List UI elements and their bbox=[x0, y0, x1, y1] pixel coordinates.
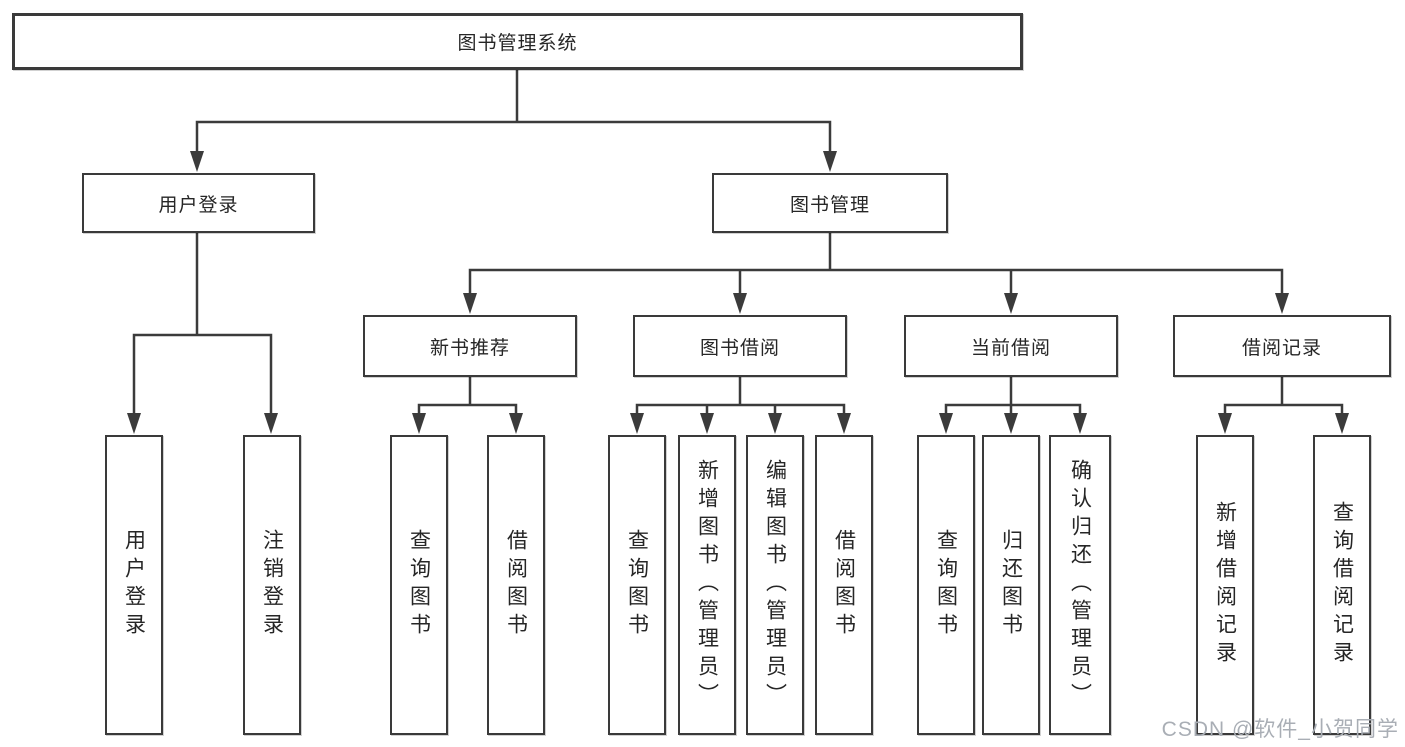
node-label: 新书推荐 bbox=[429, 337, 510, 359]
leaf-add-borrow-record: 新增借阅记录 bbox=[1196, 435, 1254, 735]
node-current-borrowing: 当前借阅 bbox=[904, 315, 1118, 377]
connector-bookmgmt-to-level3 bbox=[468, 231, 1284, 296]
connector-record-to-leaves bbox=[1223, 375, 1344, 417]
node-label: 新增图书（管理员） bbox=[695, 459, 719, 711]
connector-borrow-to-leaves bbox=[635, 375, 846, 417]
leaf-edit-books-admin: 编辑图书（管理员） bbox=[746, 435, 804, 735]
node-label: 新增借阅记录 bbox=[1213, 501, 1237, 669]
leaf-query-books-3: 查询图书 bbox=[917, 435, 975, 735]
leaf-borrow-books-1: 借阅图书 bbox=[487, 435, 545, 735]
arrowhead bbox=[1073, 413, 1087, 434]
arrowhead bbox=[768, 413, 782, 434]
connector-current-to-leaves bbox=[944, 375, 1082, 417]
leaf-query-books-1: 查询图书 bbox=[390, 435, 448, 735]
arrowhead bbox=[412, 413, 426, 434]
connector-newbook-to-leaves bbox=[417, 375, 518, 417]
csdn-watermark: CSDN @软件_小贺同学 bbox=[1161, 718, 1399, 741]
arrowhead bbox=[1004, 413, 1018, 434]
node-label: 查询借阅记录 bbox=[1330, 501, 1354, 669]
arrowhead bbox=[463, 293, 477, 314]
leaf-query-books-2: 查询图书 bbox=[608, 435, 666, 735]
connector-root-to-level2 bbox=[195, 68, 832, 155]
node-label: 当前借阅 bbox=[970, 337, 1051, 359]
leaf-borrow-books-2: 借阅图书 bbox=[815, 435, 873, 735]
node-book-management: 图书管理 bbox=[712, 173, 948, 233]
node-user-login: 用户登录 bbox=[82, 173, 315, 233]
node-label: 确认归还（管理员） bbox=[1068, 459, 1092, 711]
leaf-add-books-admin: 新增图书（管理员） bbox=[678, 435, 736, 735]
leaf-confirm-return-admin: 确认归还（管理员） bbox=[1049, 435, 1111, 735]
arrowhead bbox=[190, 151, 204, 172]
arrowhead bbox=[1335, 413, 1349, 434]
arrowhead bbox=[939, 413, 953, 434]
node-label: 查询图书 bbox=[625, 529, 649, 641]
connector-userlogin-to-leaves bbox=[132, 231, 273, 417]
node-new-book-recommend: 新书推荐 bbox=[363, 315, 577, 377]
arrowhead bbox=[630, 413, 644, 434]
node-label: 图书管理系统 bbox=[457, 33, 578, 54]
leaf-return-books: 归还图书 bbox=[982, 435, 1040, 735]
arrowhead bbox=[837, 413, 851, 434]
node-label: 借阅记录 bbox=[1241, 337, 1322, 359]
node-label: 注销登录 bbox=[260, 529, 284, 641]
leaf-logout: 注销登录 bbox=[243, 435, 301, 735]
leaf-query-borrow-record: 查询借阅记录 bbox=[1313, 435, 1371, 735]
node-label: 图书借阅 bbox=[699, 337, 780, 359]
arrowhead bbox=[509, 413, 523, 434]
arrowhead bbox=[1275, 293, 1289, 314]
node-label: 归还图书 bbox=[999, 529, 1023, 641]
arrowhead bbox=[1218, 413, 1232, 434]
leaf-user-login: 用户登录 bbox=[105, 435, 163, 735]
arrowhead bbox=[127, 413, 141, 434]
node-label: 用户登录 bbox=[158, 194, 239, 216]
arrowhead bbox=[733, 293, 747, 314]
arrowhead bbox=[264, 413, 278, 434]
node-label: 借阅图书 bbox=[832, 529, 856, 641]
node-label: 借阅图书 bbox=[504, 529, 528, 641]
node-book-borrowing: 图书借阅 bbox=[633, 315, 847, 377]
arrowhead bbox=[1004, 293, 1018, 314]
node-label: 查询图书 bbox=[407, 529, 431, 641]
arrowhead bbox=[700, 413, 714, 434]
node-root-library-system: 图书管理系统 bbox=[12, 13, 1023, 70]
arrowhead bbox=[823, 151, 837, 172]
node-label: 查询图书 bbox=[934, 529, 958, 641]
node-borrowing-records: 借阅记录 bbox=[1173, 315, 1391, 377]
node-label: 编辑图书（管理员） bbox=[763, 459, 787, 711]
node-label: 用户登录 bbox=[122, 529, 146, 641]
node-label: 图书管理 bbox=[789, 194, 870, 216]
